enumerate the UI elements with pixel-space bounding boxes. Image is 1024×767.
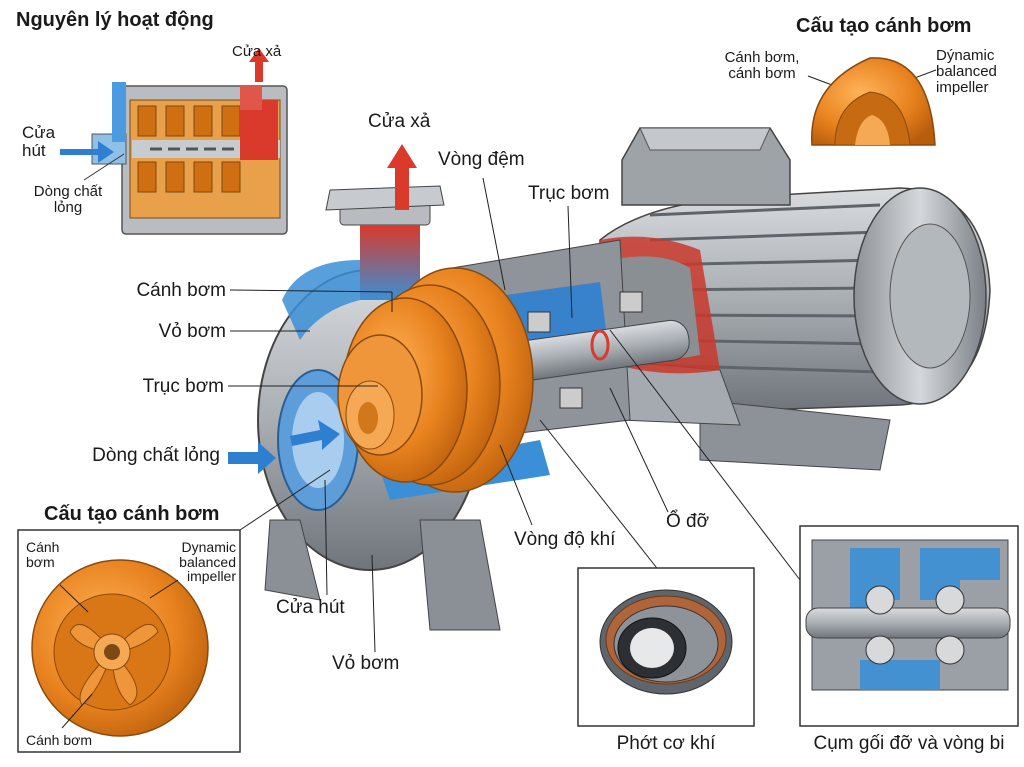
gasket-ring-label: Vòng đệm [438, 149, 525, 170]
leader-lines [228, 69, 937, 653]
impeller-bottom-leaders [59, 579, 179, 729]
principle-flow-label: Dòng chất lỏng [33, 183, 103, 216]
outlet-label: Cửa xả [368, 111, 431, 132]
principle-inlet-label: Cửa hút [22, 123, 56, 160]
mechanical-seal-caption: Phớt cơ khí [616, 733, 716, 754]
air-seal-ring-label: Vòng độ khí [514, 529, 616, 550]
impeller-top-blade-label: Cánh bơm, cánh bơm [724, 49, 800, 82]
impeller-bottom-graphic [31, 559, 209, 737]
main-impeller [337, 267, 534, 493]
mechanical-seal-graphic [599, 589, 733, 695]
shaft-left-label: Trục bơm [142, 376, 224, 397]
inner-flow-arrow [290, 420, 340, 450]
shaft-top-label: Trục bơm [528, 183, 610, 204]
bearing-label: Ổ đỡ [666, 511, 710, 532]
motor [599, 127, 991, 471]
outlet-arrow [387, 144, 417, 210]
bearing-assembly-caption: Cụm gối đỡ và vòng bi [813, 733, 1005, 754]
impeller-bottom-blade-label-top: Cánh bơm [26, 539, 60, 570]
title-impeller-structure-bottom: Cấu tạo cánh bơm [44, 503, 220, 525]
impeller-label: Cánh bơm [136, 280, 226, 301]
casing-left-label: Vỏ bơm [158, 321, 226, 342]
inlet-label: Cửa hút [276, 597, 345, 618]
impeller-bottom-dynamic-label: Dynamic balanced impeller [179, 539, 236, 585]
fluid-flow-label: Dòng chất lỏng [92, 445, 220, 466]
bearing-assembly-graphic [805, 539, 1011, 691]
principle-outlet-label: Cửa xả [232, 43, 282, 60]
principle-diagram [60, 48, 288, 235]
impeller-top-graphic [811, 57, 936, 146]
title-working-principle: Nguyên lý hoạt động [16, 9, 214, 31]
title-impeller-structure-top: Cấu tạo cánh bơm [796, 15, 972, 37]
impeller-bottom-blade-label-bottom: Cánh bơm [26, 732, 92, 748]
casing-bottom-label: Vỏ bơm [332, 653, 400, 674]
inlet-arrow [228, 442, 276, 474]
impeller-top-dynamic-label: Dýnamic balanced impeller [936, 47, 997, 96]
